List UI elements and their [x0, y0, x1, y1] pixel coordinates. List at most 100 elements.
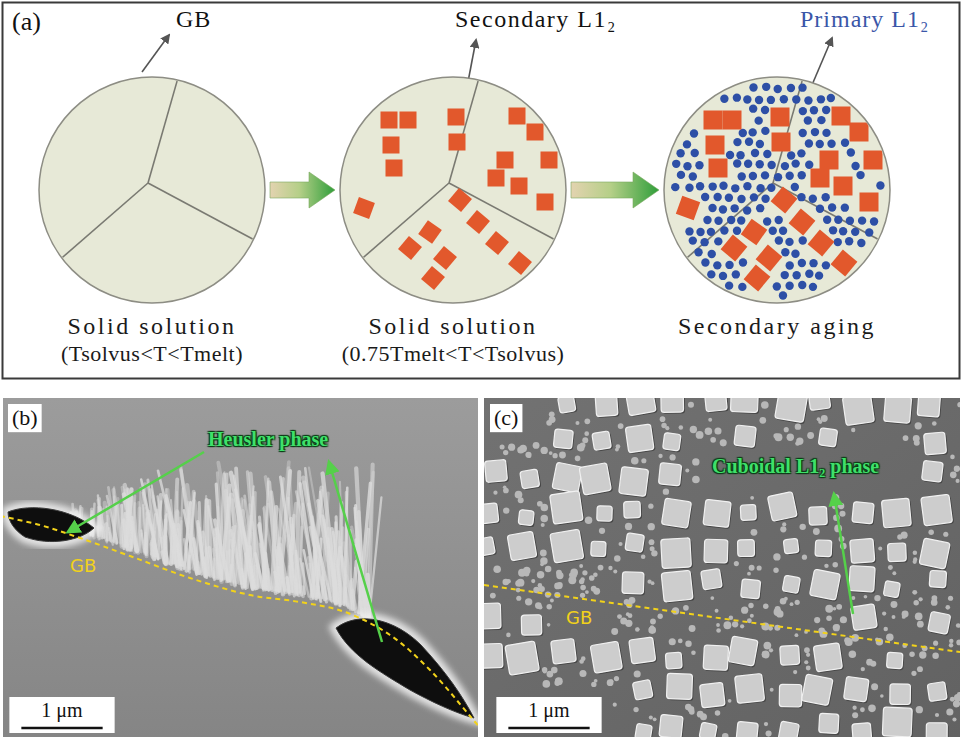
- lamella: [164, 498, 167, 559]
- primary-l12-dot: [750, 193, 758, 201]
- cuboid: [704, 539, 728, 563]
- primary-l12-dot: [773, 282, 781, 290]
- primary-l12-dot: [785, 282, 793, 290]
- cuboid: [740, 504, 756, 520]
- cuboid: [926, 723, 947, 737]
- lamella: [275, 572, 279, 591]
- fine-particle: [582, 570, 587, 575]
- fine-particle: [782, 522, 786, 526]
- fine-particle: [540, 562, 544, 566]
- scale-bar-label: 1 μm: [41, 699, 82, 721]
- primary-l12-dot: [797, 193, 805, 201]
- fine-particle: [917, 621, 924, 628]
- gb-label: GB: [70, 556, 96, 576]
- cuboid: [852, 723, 872, 737]
- callout-label: GB: [176, 6, 211, 32]
- fine-particle: [593, 588, 600, 595]
- fine-particle: [818, 420, 822, 424]
- fine-particle: [556, 570, 562, 576]
- primary-l12-dot: [749, 172, 757, 180]
- cuboid: [775, 398, 808, 423]
- primary-l12-dot: [876, 181, 884, 189]
- panel-frame: [3, 3, 960, 379]
- fine-particle: [956, 640, 960, 646]
- cuboid: [625, 424, 654, 453]
- void: [336, 619, 474, 718]
- fine-particle: [749, 565, 755, 571]
- label-box: [490, 404, 522, 432]
- primary-l12-dot: [677, 171, 685, 179]
- fine-particle: [692, 476, 700, 484]
- primary-l12-dot: [738, 283, 746, 291]
- primary-l12-dot: [732, 270, 740, 278]
- fine-particle: [641, 554, 646, 559]
- fine-particle: [579, 670, 586, 677]
- fine-particle: [661, 423, 666, 428]
- fine-particle: [515, 491, 523, 499]
- cuboid: [917, 398, 940, 417]
- grain-boundary-line: [62, 183, 148, 258]
- grain-boundary-dashed: [484, 585, 960, 652]
- cuboid: [808, 398, 831, 411]
- process-arrow: [270, 172, 335, 208]
- grain-drawing: [338, 75, 568, 305]
- cuboid: [778, 721, 799, 737]
- cuboid: [851, 604, 878, 631]
- primary-l12-dot: [809, 283, 817, 291]
- fine-particle: [490, 593, 496, 599]
- fine-particle: [527, 454, 531, 458]
- fine-particle: [804, 647, 810, 653]
- fine-particle: [852, 712, 858, 718]
- primary-l12-dot: [738, 172, 746, 180]
- fine-particle: [635, 627, 640, 632]
- lamella: [143, 505, 146, 555]
- fine-particle: [629, 597, 636, 604]
- panel-letter: (b): [12, 406, 38, 430]
- primary-l12-dot: [798, 171, 806, 179]
- cuboid: [635, 723, 653, 737]
- fine-particle: [868, 705, 876, 713]
- primary-l12-dot: [798, 259, 806, 267]
- primary-l12-dot: [791, 250, 799, 258]
- cuboid: [927, 682, 947, 702]
- lamella: [267, 569, 269, 591]
- cuboid: [622, 572, 644, 594]
- fine-particle: [824, 564, 828, 568]
- fine-particle: [579, 579, 584, 584]
- primary-l12-dot: [792, 95, 800, 103]
- fine-particle: [625, 523, 632, 530]
- fine-particle: [493, 566, 501, 574]
- fine-particle: [956, 479, 960, 483]
- lamella: [230, 532, 231, 584]
- primary-l12-dot: [785, 238, 793, 246]
- fine-particle: [618, 542, 622, 546]
- primary-l12-dot: [744, 160, 752, 168]
- cuboid: [632, 679, 653, 700]
- cuboid: [558, 398, 576, 413]
- grain-circle: [39, 77, 265, 303]
- sem-background: [3, 398, 478, 737]
- fine-particle: [679, 425, 684, 430]
- fine-particle: [849, 651, 857, 659]
- fine-particle: [503, 488, 509, 494]
- primary-l12-dot: [714, 217, 722, 225]
- fine-particle: [688, 402, 694, 408]
- fine-particle: [685, 468, 689, 472]
- cuboid: [849, 566, 875, 592]
- fine-particle: [669, 454, 675, 460]
- fine-particle: [658, 614, 663, 619]
- fine-particle: [956, 623, 960, 628]
- fine-particle: [579, 564, 583, 568]
- primary-l12-dot: [719, 272, 727, 280]
- secondary-l12-square: [449, 134, 466, 151]
- fine-particle: [748, 603, 753, 608]
- grain-boundary-line: [449, 183, 555, 240]
- fine-particle: [933, 641, 938, 646]
- primary-l12-dot: [689, 236, 697, 244]
- stage-caption: Secondary aging: [678, 313, 876, 341]
- secondary-l12-square: [820, 151, 839, 170]
- primary-l12-dot: [733, 138, 741, 146]
- cuboid: [780, 645, 800, 665]
- primary-l12-dot: [823, 216, 831, 224]
- secondary-l12-square: [466, 210, 490, 234]
